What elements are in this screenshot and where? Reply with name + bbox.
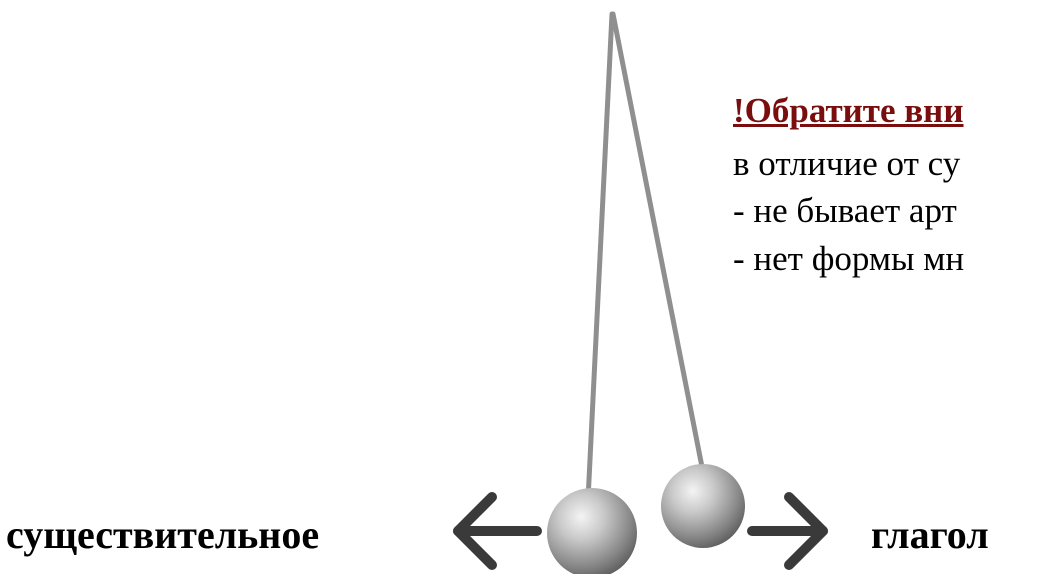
note-line: в отличие от су (733, 144, 961, 183)
note-line: - нет формы мн (733, 239, 965, 278)
arrow-right-icon (747, 492, 828, 570)
pendulum-ball-right (661, 464, 745, 548)
pendulum-string-right (610, 11, 706, 475)
note-title: !Обратите вни (733, 91, 964, 130)
pendulum-ball-left (547, 488, 637, 574)
arrow-left-icon (453, 492, 542, 570)
note-line: - не бывает арт (733, 191, 957, 230)
pendulum-string-left (585, 11, 615, 503)
label-noun: существительное (6, 512, 320, 557)
label-verb: глагол (871, 512, 989, 557)
